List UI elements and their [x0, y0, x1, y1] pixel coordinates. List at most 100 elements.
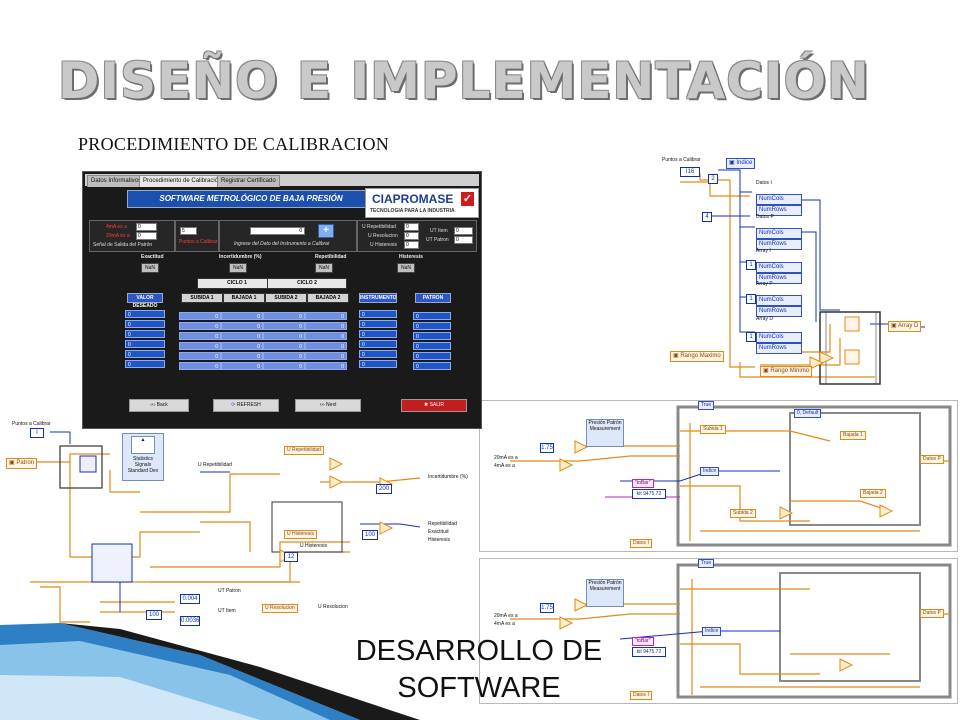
subida1-cell[interactable]: 0	[179, 312, 221, 320]
u-histeresis-label: U Histeresis	[300, 543, 327, 549]
u-hist-panel-label: U Histeresis	[370, 242, 397, 248]
bajada2-cell[interactable]: 0	[305, 362, 347, 370]
subida1-cell[interactable]: 0	[179, 322, 221, 330]
const-200: 200	[376, 484, 392, 494]
puntos-label-panel: Puntos a Calibrar	[179, 239, 218, 245]
case1-tobar: "toBar"	[632, 479, 654, 488]
rango-maximo-terminal: ▣ Rango Maximo	[670, 351, 724, 362]
bajada1-cell[interactable]: 0	[221, 312, 263, 320]
refresh-button[interactable]: ⟳ REFRESH	[213, 399, 279, 412]
case2-value: kit 9475.72	[632, 647, 666, 657]
valor-cell[interactable]: 0	[125, 310, 165, 318]
subida2-cell[interactable]: 0	[263, 332, 305, 340]
case2-presion-vi: Presión Patrón Measurement	[586, 579, 624, 607]
back-button[interactable]: ‹‹‹ Back	[129, 399, 189, 412]
subida2-cell[interactable]: 0	[263, 342, 305, 350]
case1-out-1: Bajada 1	[840, 431, 866, 440]
col-subida-2: SUBIDA 2	[265, 293, 307, 303]
histeresis-value: NaN	[397, 263, 415, 273]
subida1-cell[interactable]: 0	[179, 332, 221, 340]
case1-indice: Índice	[700, 467, 720, 476]
instrument-input[interactable]: 0	[250, 227, 305, 235]
bajada1-cell[interactable]: 0	[221, 352, 263, 360]
stat-puntos-terminal: I	[30, 428, 44, 438]
case2-out-5: Datos I	[630, 691, 652, 700]
numcols-2: NumCols	[756, 262, 802, 273]
bajada2-cell[interactable]: 0	[305, 312, 347, 320]
u-hist-value: 0	[404, 241, 419, 249]
panel-banner: SOFTWARE METROLÓGICO DE BAJA PRESIÓN	[127, 190, 375, 208]
subida1-cell[interactable]: 0	[179, 362, 221, 370]
bajada1-cell[interactable]: 0	[221, 362, 263, 370]
case1-presion-vi: Presión Patrón Measurement	[586, 419, 624, 447]
ut-item-panel-label: UT Item	[430, 228, 448, 234]
indice-terminal: ▣ Índice	[726, 158, 756, 169]
subida2-cell[interactable]: 0	[263, 322, 305, 330]
const-12: 12	[284, 552, 298, 562]
array-label-0: Datos I	[756, 180, 772, 186]
valor-cell[interactable]: 0	[125, 320, 165, 328]
section-incertidumbre: Incertidumbre (%)	[219, 254, 262, 260]
tab-datos-informativos[interactable]: Datos Informativos	[87, 175, 146, 187]
array-d-label: Array D	[898, 323, 919, 329]
subida1-cell[interactable]: 0	[179, 342, 221, 350]
case1-measurement: Measurement	[589, 426, 621, 432]
next-button[interactable]: ››› Next	[295, 399, 361, 412]
subida1-cell[interactable]: 0	[179, 352, 221, 360]
instrumento-cell: 0	[359, 360, 397, 368]
u-repetibilidad-label: U Repetibilidad	[198, 462, 232, 468]
const-0004: 0.004	[180, 594, 200, 604]
back-arrow-icon: ‹‹‹	[150, 402, 157, 408]
col-instrumento: INSTRUMENTO	[359, 293, 397, 303]
wires-svg	[680, 169, 925, 385]
array-d-terminal: ▣ Array D	[888, 321, 922, 332]
back-label: Back	[156, 402, 168, 408]
case2-presion-label: Presión Patrón	[588, 580, 622, 586]
case2-tobar: "toBar"	[632, 637, 654, 646]
bajada2-cell[interactable]: 0	[305, 352, 347, 360]
bajada1-cell[interactable]: 0	[221, 332, 263, 340]
const-one-b: 1	[746, 294, 756, 304]
patron-cell: 0	[413, 312, 451, 320]
ciclo-1: CICLO 1	[197, 278, 277, 289]
incertidumbre-value: NaN	[229, 263, 247, 273]
add-icon[interactable]: +	[318, 224, 334, 238]
patron-terminal: ▣ Patron	[6, 458, 38, 469]
bajada1-cell[interactable]: 0	[221, 322, 263, 330]
block-diagram-array-processing: Puntos a Calibrar I16 ▣ Índice 2 4 Datos…	[640, 152, 956, 390]
valor-cell[interactable]: 0	[125, 360, 165, 368]
col-bajada-2: BAJADA 2	[307, 293, 349, 303]
tab-procedimiento[interactable]: Procedimiento de Calibración	[139, 175, 226, 187]
statistics-std: Standard Dev	[127, 468, 159, 474]
valor-cell[interactable]: 0	[125, 350, 165, 358]
stat-puntos-label: Puntos a Calibrar	[12, 421, 51, 427]
statistics-icon: ▲	[131, 436, 155, 454]
repetibilidad-value: NaN	[315, 263, 333, 273]
bajada2-cell[interactable]: 0	[305, 342, 347, 350]
stat-wires-svg	[30, 431, 421, 623]
uncertainty-box: U Repetibilidad 0 U Resolucion 0 U Histe…	[357, 220, 477, 252]
subida2-cell[interactable]: 0	[263, 352, 305, 360]
signal-caption: Señal de Salida del Patrón	[93, 242, 153, 248]
subida2-cell[interactable]: 0	[263, 362, 305, 370]
bajada2-cell[interactable]: 0	[305, 332, 347, 340]
instrumento-cell: 0	[359, 340, 397, 348]
caption-line-2: SOFTWARE	[397, 672, 561, 704]
puntos-input[interactable]: 5	[180, 227, 197, 235]
instrument-label: Ingrese del Dato del Instrumento a Calib…	[234, 241, 330, 247]
bajada2-cell[interactable]: 0	[305, 322, 347, 330]
case1-ratio-a: 20mA es a	[494, 455, 518, 461]
signal-20ma-input[interactable]: 0	[136, 232, 157, 240]
const-four: 4	[702, 212, 712, 222]
bajada1-cell[interactable]: 0	[221, 342, 263, 350]
subida2-cell[interactable]: 0	[263, 312, 305, 320]
salir-button[interactable]: ✖ SALIR	[401, 399, 467, 412]
signal-4ma-input[interactable]: 0	[136, 223, 157, 231]
valor-cell[interactable]: 0	[125, 340, 165, 348]
refresh-label: REFRESH	[236, 402, 261, 408]
valor-cell[interactable]: 0	[125, 330, 165, 338]
indice-label: Índice	[736, 160, 753, 166]
tab-registrar[interactable]: Registrar Certificado	[217, 175, 280, 187]
patron-cell: 0	[413, 362, 451, 370]
block-diagram-case-structure-2: True Presión Patrón Measurement 20mA es …	[479, 558, 958, 704]
